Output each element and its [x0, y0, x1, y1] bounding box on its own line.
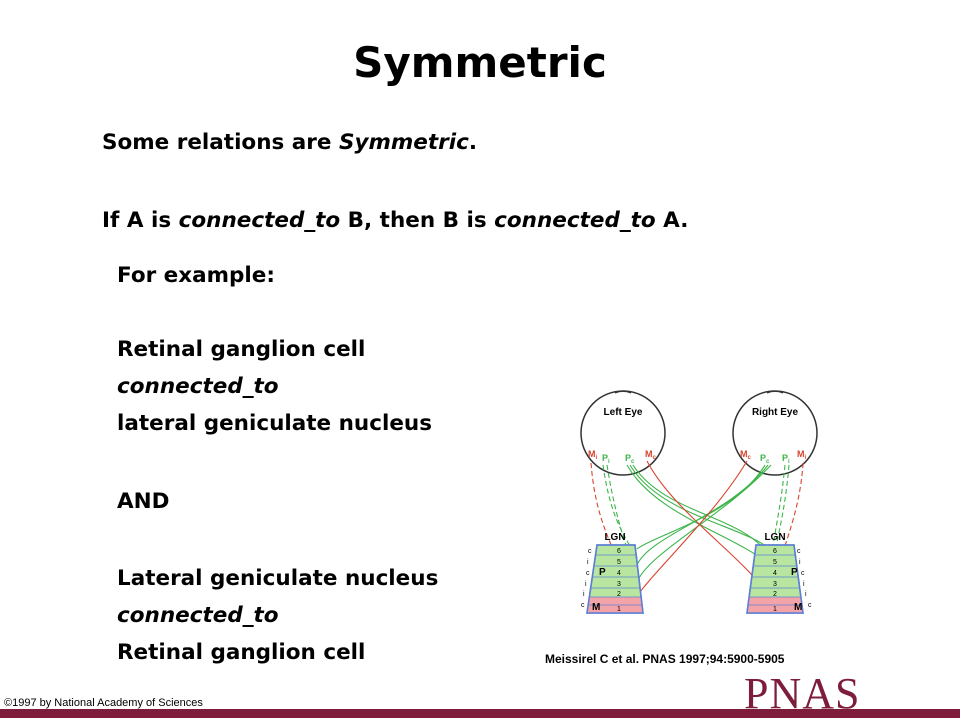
svg-text:i: i: [585, 581, 587, 588]
footer-bar: [0, 709, 960, 718]
example2-subject: Lateral geniculate nucleus: [117, 566, 439, 591]
svg-text:P: P: [791, 567, 798, 578]
example-heading: For example:: [117, 263, 275, 288]
svg-text:c: c: [588, 548, 592, 555]
svg-text:i: i: [799, 559, 801, 566]
figure-citation: Meissirel C et al. PNAS 1997;94:5900-590…: [545, 652, 785, 666]
definition-term: Symmetric: [338, 130, 469, 155]
svg-text:LGN: LGN: [764, 532, 785, 543]
svg-text:1: 1: [773, 606, 777, 613]
rule-relation-2: connected_to: [494, 208, 656, 233]
definition-line: Some relations are Symmetric.: [102, 130, 477, 155]
example2-relation: connected_to: [117, 603, 279, 628]
svg-text:6: 6: [617, 548, 621, 555]
svg-text:i: i: [805, 591, 807, 598]
svg-text:c: c: [586, 570, 590, 577]
svg-text:5: 5: [773, 559, 777, 566]
svg-text:i: i: [583, 591, 585, 598]
svg-text:6: 6: [773, 548, 777, 555]
left-eye-icon: [580, 390, 666, 476]
example1-relation: connected_to: [117, 374, 279, 399]
svg-text:Mc: Mc: [645, 449, 657, 461]
svg-text:Mi: Mi: [797, 449, 807, 461]
rule-line: If A is connected_to B, then B is connec…: [102, 208, 688, 233]
svg-text:2: 2: [773, 591, 777, 598]
example2-object: Retinal ganglion cell: [117, 640, 366, 665]
rule-relation-1: connected_to: [178, 208, 341, 233]
svg-text:Pi: Pi: [602, 453, 610, 465]
svg-text:Pc: Pc: [625, 453, 635, 465]
svg-text:3: 3: [773, 581, 777, 588]
svg-text:c: c: [808, 602, 812, 609]
svg-text:1: 1: [617, 606, 621, 613]
svg-text:4: 4: [773, 570, 777, 577]
left-eye-label: Left Eye: [604, 407, 643, 418]
svg-text:Pi: Pi: [782, 453, 790, 465]
rule-part-c: B, then B is: [340, 208, 495, 233]
example1-subject: Retinal ganglion cell: [117, 337, 366, 362]
svg-text:M: M: [794, 602, 802, 613]
svg-text:Mi: Mi: [588, 449, 598, 461]
right-eye-label: Right Eye: [752, 407, 799, 418]
svg-text:c: c: [801, 570, 805, 577]
svg-text:2: 2: [617, 591, 621, 598]
right-lgn: LGN 6 5 4 3 2 1 P M c i c i i c: [746, 532, 812, 614]
definition-prefix: Some relations are: [102, 130, 339, 155]
definition-suffix: .: [468, 130, 478, 155]
svg-text:c: c: [581, 602, 585, 609]
svg-text:Pc: Pc: [760, 453, 770, 465]
svg-text:3: 3: [617, 581, 621, 588]
svg-text:P: P: [599, 567, 606, 578]
svg-text:4: 4: [617, 570, 621, 577]
slide-title: Symmetric: [353, 38, 607, 87]
visual-pathway-figure: Left Eye Right Eye Mi Pi Pc Mc Mc Pc Pi …: [580, 390, 818, 614]
conjunction-and: AND: [117, 489, 170, 514]
svg-text:i: i: [587, 559, 589, 566]
svg-text:c: c: [797, 548, 801, 555]
svg-text:LGN: LGN: [604, 532, 625, 543]
copyright-notice: ©1997 by National Academy of Sciences: [4, 697, 203, 709]
example1-object: lateral geniculate nucleus: [117, 411, 433, 436]
rule-part-a: If A is: [102, 208, 179, 233]
svg-text:5: 5: [617, 559, 621, 566]
left-lgn: LGN 6 5 4 3 2 1 P M c i c i i c: [581, 532, 644, 614]
svg-text:Mc: Mc: [740, 449, 752, 461]
rule-part-e: A.: [655, 208, 689, 233]
svg-text:i: i: [803, 581, 805, 588]
svg-text:M: M: [592, 602, 600, 613]
